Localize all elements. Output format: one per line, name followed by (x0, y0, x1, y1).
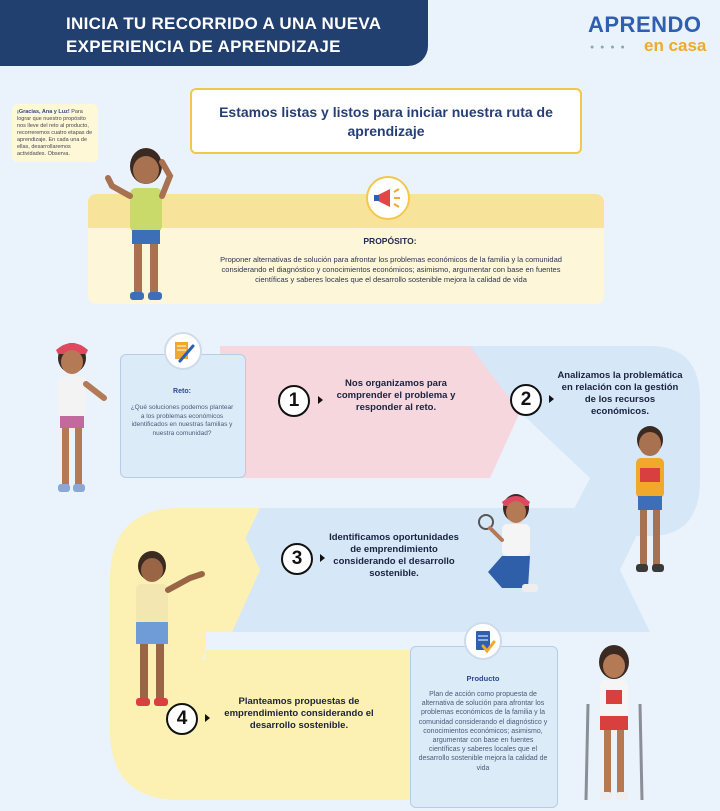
step-3-arrow-icon (320, 554, 325, 562)
logo-dots-icon: ● ● ● ● (590, 44, 627, 51)
speech-bubble: ¡Gracias, Ana y Luz! Para lograr que nue… (12, 104, 98, 162)
reto-title: Reto: (173, 388, 191, 395)
step-3-number: 3 (281, 543, 313, 575)
speech-bubble-tail (90, 150, 100, 162)
step-2-text: Analizamos la problemática en relación c… (557, 370, 683, 417)
girl-pointing-illustration (56, 343, 107, 492)
step-2-number: 2 (510, 384, 542, 416)
producto-card (410, 646, 558, 808)
proposito-strip (88, 194, 604, 228)
route-title-box: Estamos listas y listos para iniciar nue… (190, 88, 582, 154)
pencil-notebook-icon (164, 332, 202, 370)
aprendo-en-casa-logo: APRENDO ● ● ● ● en casa (588, 12, 708, 56)
step-3-text: Identificamos oportunidades de emprendim… (329, 532, 459, 579)
speech-greeting: ¡Gracias, Ana y Luz! (17, 109, 70, 115)
header-banner: INICIA TU RECORRIDO A UNA NUEVA EXPERIEN… (0, 0, 428, 66)
boy-pointing-illustration (136, 551, 205, 706)
logo-bottom-text: en casa (644, 36, 707, 55)
logo-top-text: APRENDO (588, 12, 702, 37)
document-check-icon (464, 622, 502, 660)
step-1-text: Nos organizamos para comprender el probl… (336, 378, 456, 413)
boy-waving-illustration (105, 148, 174, 300)
boy-with-book-illustration (636, 426, 664, 572)
girl-with-crutches-illustration (584, 645, 644, 801)
reto-card (120, 354, 246, 478)
step-1-number: 1 (278, 385, 310, 417)
reto-text: ¿Qué soluciones podemos plantear a los p… (130, 404, 234, 437)
page-title: INICIA TU RECORRIDO A UNA NUEVA EXPERIEN… (66, 14, 381, 56)
step-4-arrow-icon (205, 714, 210, 722)
producto-text: Plan de acción como propuesta de alterna… (418, 691, 548, 772)
proposito-title: PROPÓSITO: (363, 236, 417, 246)
proposito-text: Proponer alternativas de solución para a… (220, 255, 562, 284)
speech-text: Para lograr que nuestro propósito nos ll… (17, 109, 93, 157)
step-1-arrow-icon (318, 396, 323, 404)
megaphone-icon (366, 176, 410, 220)
step-2-arrow-icon (549, 395, 554, 403)
producto-title: Producto (466, 674, 500, 683)
step-4-text: Planteamos propuestas de emprendimiento … (224, 696, 374, 731)
step-4-number: 4 (166, 703, 198, 735)
girl-kneeling-magnifier-illustration (478, 494, 538, 592)
